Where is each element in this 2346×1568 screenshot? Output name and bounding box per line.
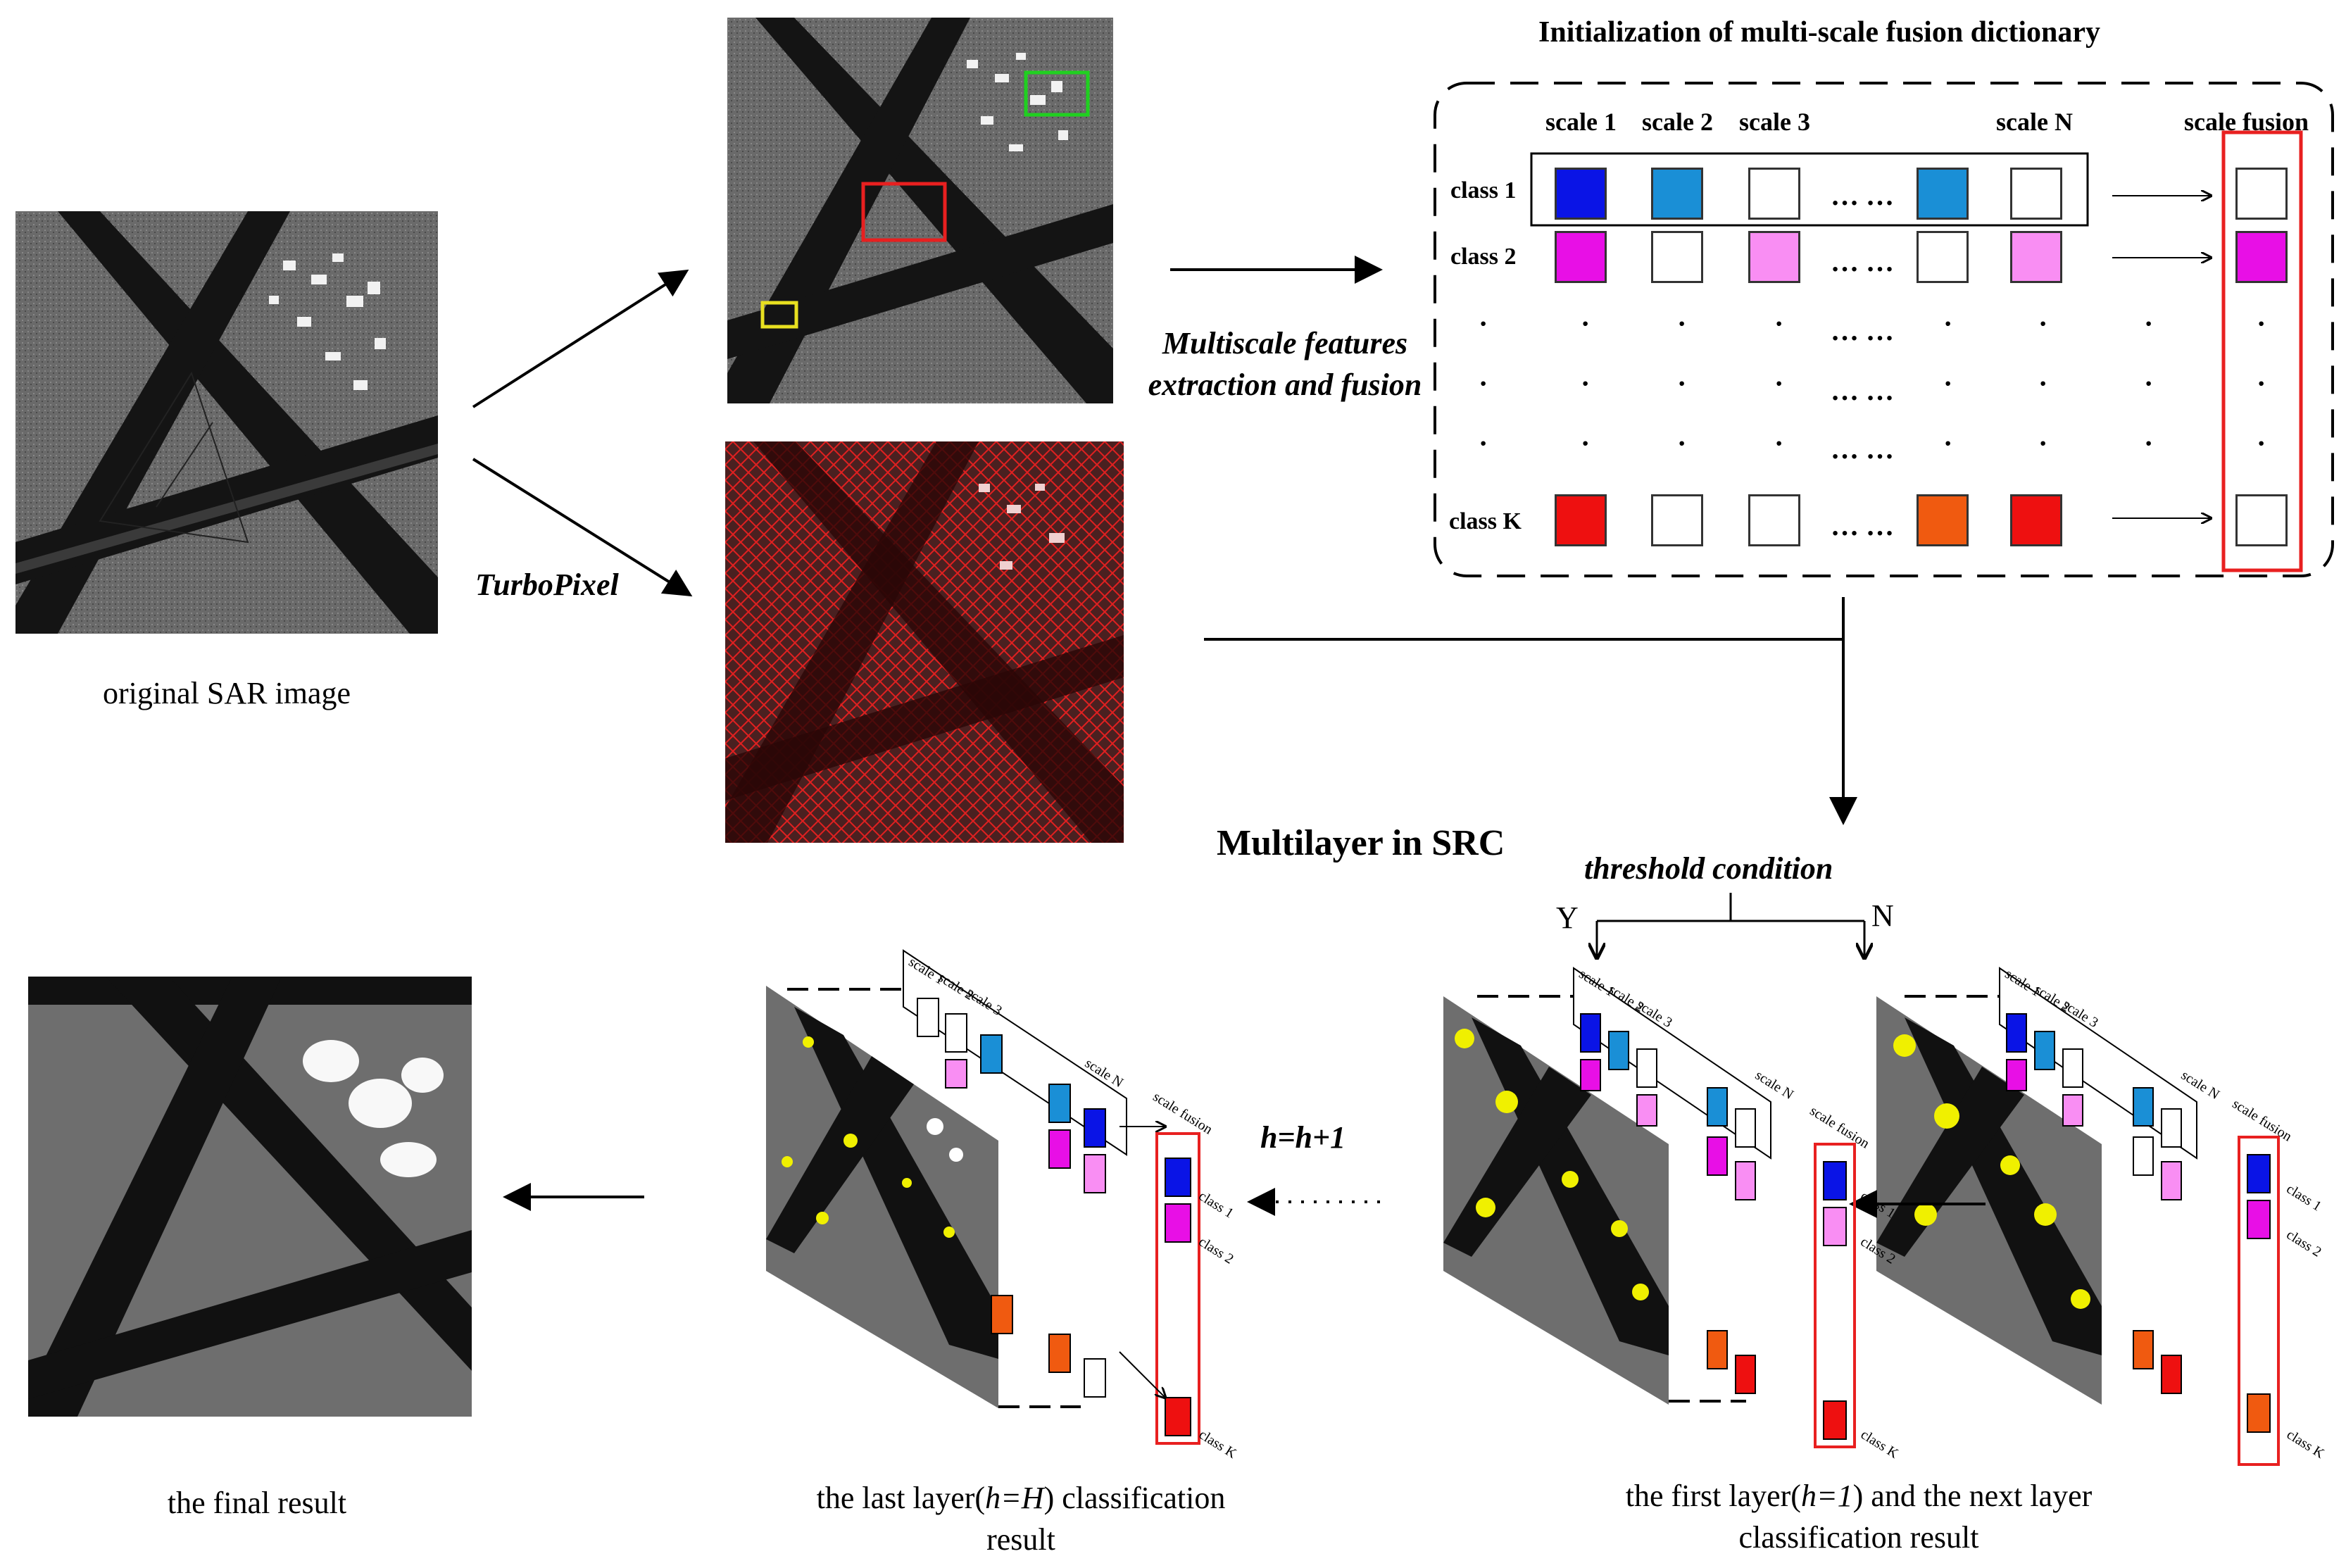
dictionary-atom (1651, 494, 1703, 546)
dictionary-dot: · (2257, 368, 2266, 399)
dictionary-dot: · (1774, 308, 1784, 339)
ellipsis-row6: … … (1831, 510, 1894, 541)
ellipsis-row5: … … (1831, 433, 1894, 465)
scale-fusion-column-frame (2221, 130, 2303, 572)
threshold-label: threshold condition (1584, 851, 1833, 886)
dictionary-dot: · (1774, 368, 1784, 399)
ellipsis-row4: … … (1831, 375, 1894, 406)
dictionary-dot: · (1774, 427, 1784, 459)
dictionary-dot: · (1943, 308, 1953, 339)
turbopixel-image (725, 441, 1124, 843)
mini-dictionary-first-layer (1477, 967, 1856, 1448)
dictionary-dot: · (1581, 368, 1591, 399)
dictionary-atom (1917, 231, 1969, 283)
class-1-row-highlight (1530, 152, 2089, 227)
last-layer-classification-image (766, 986, 998, 1408)
dictionary-dot: · (2038, 368, 2048, 399)
first-layer-caption: the first layer(h=1) and the next layer … (1625, 1479, 2093, 1555)
scale-1-header: scale 1 (1545, 108, 1617, 136)
h-update-label: h=h+1 (1260, 1120, 1346, 1155)
arrow-to-sample-image (472, 269, 689, 408)
dictionary-dot: · (2144, 427, 2154, 459)
dictionary-dot: · (1943, 427, 1953, 459)
final-result-caption: the final result (167, 1486, 347, 1520)
dictionary-atom (1555, 494, 1607, 546)
dictionary-dot: · (1479, 427, 1488, 459)
dictionary-atom (1748, 231, 1800, 283)
original-sar-caption: original SAR image (103, 676, 351, 710)
dictionary-atom (1917, 494, 1969, 546)
dictionary-dot: · (1677, 368, 1687, 399)
scale-3-header: scale 3 (1739, 108, 1810, 136)
multilayer-title: Multilayer in SRC (1217, 823, 1505, 863)
dictionary-atom (1917, 168, 1969, 220)
turbopixel-label: TurboPixel (475, 567, 619, 602)
original-sar-image (15, 211, 438, 634)
ellipsis-row1: … … (1831, 180, 1894, 211)
class-1-label: class 1 (1450, 177, 1517, 203)
mini-dictionary-next-layer (1905, 967, 2280, 1466)
dictionary-dot: · (2038, 427, 2048, 459)
scale-n-header: scale N (1996, 108, 2073, 136)
dictionary-dot: · (2038, 308, 2048, 339)
dictionary-dot: · (2144, 368, 2154, 399)
dictionary-atom (1555, 231, 1607, 283)
dictionary-dot: · (2257, 427, 2266, 459)
next-layer-classification-image (1876, 996, 2102, 1405)
last-layer-caption: the last layer(h=H) classification resul… (816, 1481, 1226, 1557)
dictionary-atom (1651, 231, 1703, 283)
fusion-atom (2235, 494, 2288, 546)
dictionary-dot: · (1581, 427, 1591, 459)
scale-2-header: scale 2 (1642, 108, 1713, 136)
class-2-label: class 2 (1450, 244, 1517, 270)
dictionary-atom (1555, 168, 1607, 220)
dictionary-atom (2010, 231, 2062, 283)
dictionary-atom (2010, 494, 2062, 546)
scale-fusion-header: scale fusion (2184, 108, 2309, 136)
fusion-atom (2235, 168, 2288, 220)
dictionary-dot: · (1479, 368, 1488, 399)
first-layer-classification-image (1443, 996, 1669, 1405)
dictionary-title: Initialization of multi-scale fusion dic… (1538, 16, 2100, 49)
class-k-label: class K (1449, 508, 1522, 534)
sar-image-with-samples (727, 18, 1113, 403)
dictionary-dot: · (2257, 308, 2266, 339)
yes-label: Y (1556, 901, 1579, 935)
mini-dictionary-last-layer (787, 949, 1200, 1445)
dictionary-atom (1748, 168, 1800, 220)
dictionary-dot: · (1677, 308, 1687, 339)
dictionary-frame (1434, 82, 2334, 577)
multiscale-label: Multiscale features extraction and fusio… (1148, 326, 1422, 403)
dictionary-dot: · (1943, 368, 1953, 399)
dictionary-atom (1651, 168, 1703, 220)
final-result-image (28, 977, 472, 1417)
no-label: N (1871, 898, 1894, 933)
dictionary-atom (2010, 168, 2062, 220)
ellipsis-row3: … … (1831, 315, 1894, 346)
fusion-atom (2235, 231, 2288, 283)
dictionary-dot: · (1581, 308, 1591, 339)
arrow-to-turbopixel (472, 458, 693, 597)
dictionary-dot: · (1479, 308, 1488, 339)
dictionary-dot: · (2144, 308, 2154, 339)
ellipsis-row2: … … (1831, 246, 1894, 277)
dictionary-atom (1748, 494, 1800, 546)
dictionary-dot: · (1677, 427, 1687, 459)
